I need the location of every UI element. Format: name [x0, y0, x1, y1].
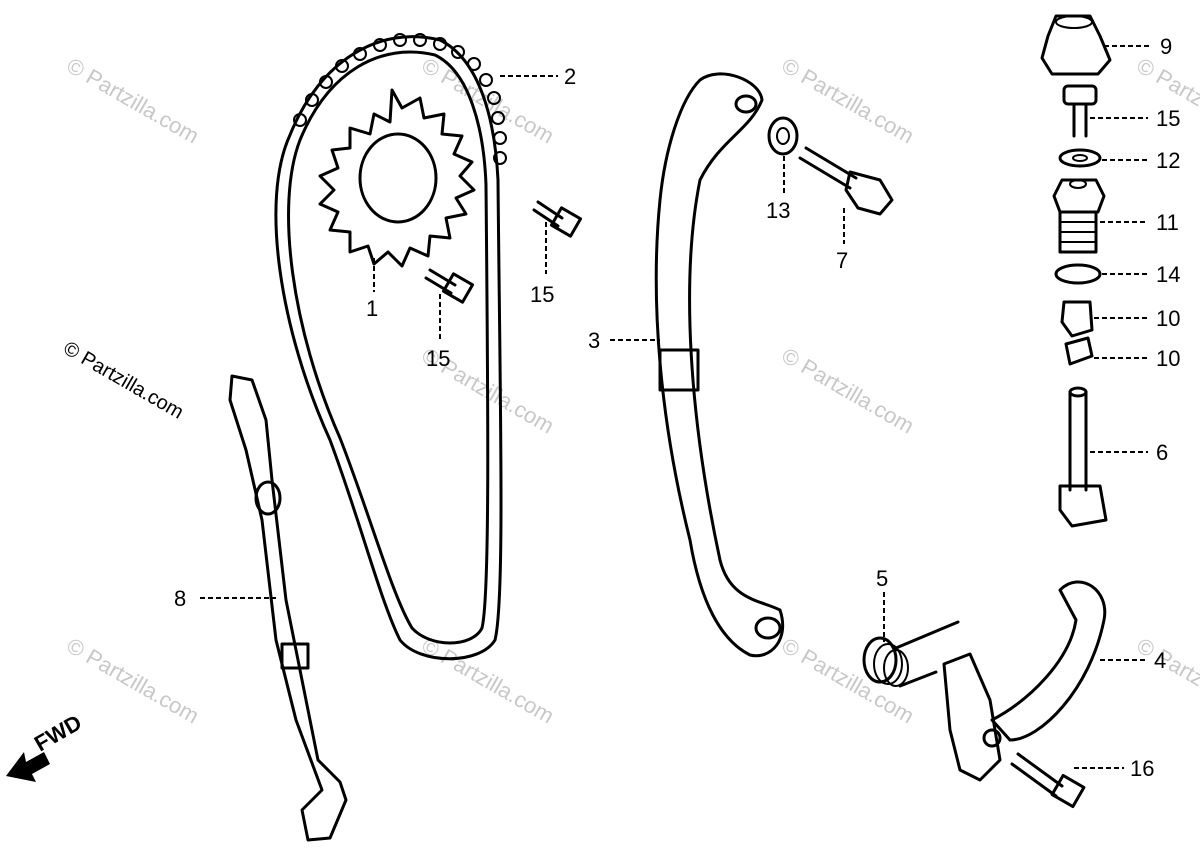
- callout-10a: 10: [1156, 306, 1180, 331]
- spring-5: [862, 620, 960, 688]
- chain-guide: [654, 72, 785, 658]
- watermark: © Partzilla.com: [778, 343, 919, 439]
- collar-10-upper: [1060, 300, 1094, 338]
- collar-10-lower: [1064, 336, 1094, 366]
- o-ring-14: [1054, 263, 1102, 285]
- callout-8: 8: [174, 586, 186, 611]
- callouts: 1 2 3 4 5 6 7 8 9 10 10 11 12 13 14 15 1…: [174, 34, 1180, 781]
- callout-14: 14: [1156, 262, 1180, 287]
- fwd-label: FWD: [30, 710, 86, 757]
- callout-15c: 15: [1156, 106, 1180, 131]
- washer-13: [767, 116, 799, 156]
- cam-chain: [274, 33, 507, 661]
- watermark-dark: © Partzilla.com: [60, 337, 188, 423]
- callout-7: 7: [836, 248, 848, 273]
- bolt-15-center: [424, 268, 475, 304]
- callout-13: 13: [766, 198, 790, 223]
- watermark: © Partzilla.com: [1133, 633, 1200, 729]
- callout-5: 5: [876, 566, 888, 591]
- watermark: © Partzilla.com: [778, 53, 919, 149]
- callout-15a: 15: [426, 346, 450, 371]
- fwd-arrow: FWD: [6, 710, 86, 782]
- watermark: © Partzilla.com: [63, 53, 204, 149]
- chain-links: [293, 33, 507, 165]
- callout-9: 9: [1160, 34, 1172, 59]
- tensioner-arm-4: [942, 580, 1107, 782]
- callout-2: 2: [564, 64, 576, 89]
- pivot-bolt-7: [798, 146, 894, 216]
- callout-15b: 15: [530, 282, 554, 307]
- callout-10b: 10: [1156, 346, 1180, 371]
- callout-1: 1: [366, 296, 378, 321]
- callout-16: 16: [1130, 756, 1154, 781]
- adjuster-11: [1052, 178, 1106, 254]
- callout-6: 6: [1156, 440, 1168, 465]
- watermark: © Partzilla.com: [63, 633, 204, 729]
- callout-3: 3: [588, 328, 600, 353]
- callout-11: 11: [1156, 210, 1179, 235]
- cap-9: [1040, 14, 1112, 76]
- bolt-16: [1010, 752, 1086, 809]
- bolt-15-right: [1062, 84, 1098, 138]
- watermark: © Partzilla.com: [1133, 53, 1200, 149]
- chain-guide-8: [228, 374, 348, 842]
- callout-12: 12: [1156, 148, 1180, 173]
- leader-lines: [200, 45, 1150, 769]
- push-rod-6: [1058, 386, 1108, 528]
- bolt-15-upper: [532, 200, 583, 238]
- washer-12: [1058, 148, 1102, 168]
- callout-4: 4: [1154, 648, 1166, 673]
- cam-sprocket: [318, 88, 476, 268]
